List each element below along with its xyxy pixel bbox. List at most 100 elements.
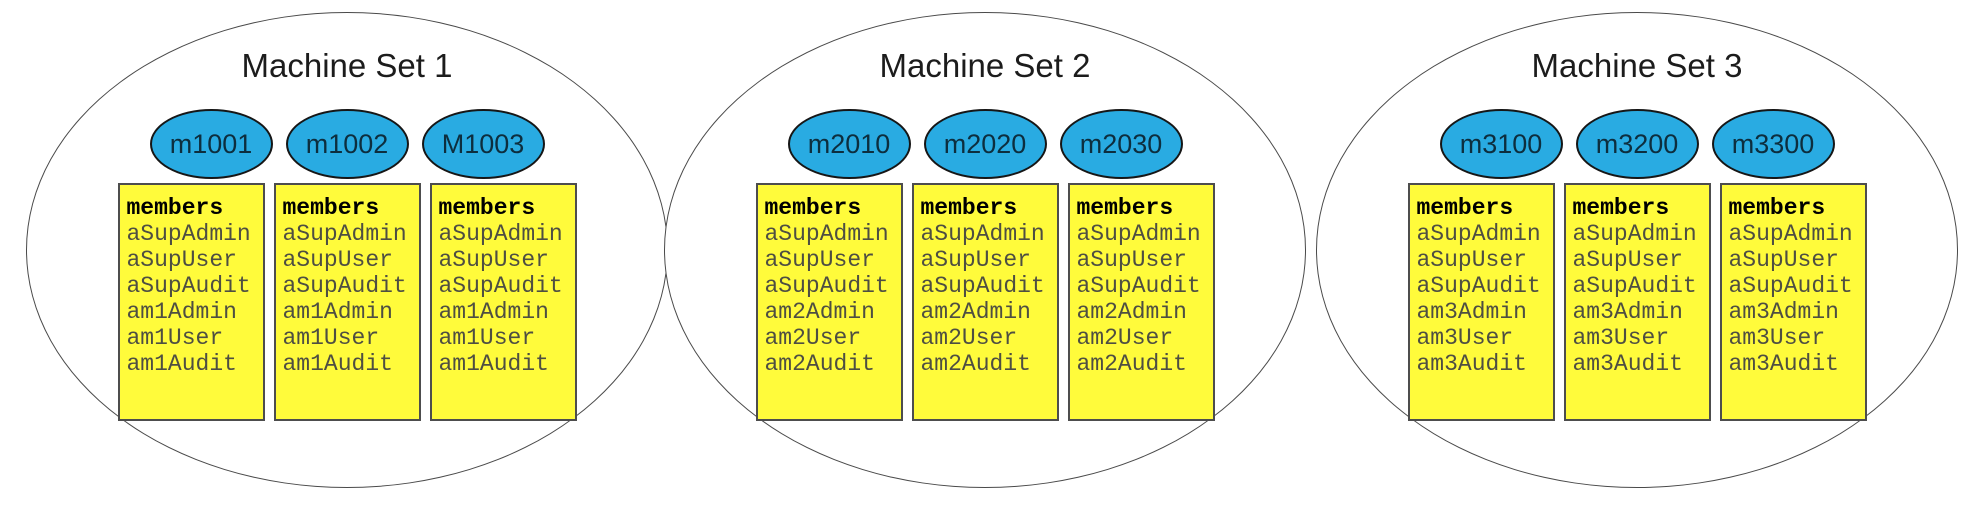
- members-header: members: [1076, 195, 1174, 221]
- members-box: members aSupAdmin aSupUser aSupAudit am2…: [911, 183, 1059, 421]
- machine-name: m2010: [807, 128, 891, 159]
- member-item: am1User: [126, 325, 224, 351]
- machine-name: m1001: [169, 128, 253, 159]
- member-item: aSupUser: [1076, 247, 1187, 273]
- members-header: members: [920, 195, 1018, 221]
- machine-name: M1003: [441, 128, 525, 159]
- member-item: aSupUser: [1572, 247, 1683, 273]
- member-item: am3Admin: [1728, 299, 1839, 325]
- members-header: members: [1572, 195, 1670, 221]
- machine-name: m3200: [1595, 128, 1679, 159]
- member-item: am2Audit: [920, 351, 1031, 377]
- set-title: Machine Set 1: [241, 47, 453, 84]
- members-box: members aSupAdmin aSupUser aSupAudit am3…: [1719, 183, 1867, 421]
- member-item: am2Audit: [764, 351, 875, 377]
- member-item: am3User: [1572, 325, 1670, 351]
- member-item: am1Audit: [126, 351, 237, 377]
- member-item: am1User: [438, 325, 536, 351]
- member-item: aSupUser: [1416, 247, 1527, 273]
- members-box: members aSupAdmin aSupUser aSupAudit am2…: [1067, 183, 1215, 421]
- members-box: members aSupAdmin aSupUser aSupAudit am1…: [117, 183, 265, 421]
- member-item: aSupUser: [126, 247, 237, 273]
- members-header: members: [1416, 195, 1514, 221]
- machine-name: m2020: [943, 128, 1027, 159]
- member-item: am3Admin: [1572, 299, 1683, 325]
- members-header: members: [438, 195, 536, 221]
- machine-set-3-ellipse: Machine Set 3 m3100 m3200 m3300 members …: [1316, 12, 1958, 488]
- member-item: am3User: [1728, 325, 1826, 351]
- member-item: am3Audit: [1416, 351, 1527, 377]
- member-item: am2User: [764, 325, 862, 351]
- machine-oval: m1001: [149, 109, 273, 179]
- machine-oval: M1003: [421, 109, 545, 179]
- machine-oval: m2030: [1059, 109, 1183, 179]
- members-boxes-row: members aSupAdmin aSupUser aSupAudit am3…: [1407, 183, 1867, 421]
- machine-oval: m3300: [1711, 109, 1835, 179]
- machine-ovals-row: m2010 m2020 m2030: [787, 109, 1183, 179]
- machine-set-1-ellipse: Machine Set 1 m1001 m1002 M1003 members …: [26, 12, 668, 488]
- member-item: aSupAudit: [282, 273, 407, 299]
- member-item: aSupAudit: [1416, 273, 1541, 299]
- machine-name: m3300: [1731, 128, 1815, 159]
- member-item: aSupAudit: [126, 273, 251, 299]
- members-box: members aSupAdmin aSupUser aSupAudit am3…: [1563, 183, 1711, 421]
- machine-set-2-ellipse: Machine Set 2 m2010 m2020 m2030 members …: [664, 12, 1306, 488]
- member-item: am2User: [920, 325, 1018, 351]
- member-item: aSupAudit: [920, 273, 1045, 299]
- member-item: aSupAdmin: [920, 221, 1045, 247]
- member-item: aSupAudit: [1572, 273, 1697, 299]
- machine-name: m1002: [305, 128, 389, 159]
- member-item: aSupAdmin: [1728, 221, 1853, 247]
- member-item: am1Admin: [126, 299, 237, 325]
- member-item: am1User: [282, 325, 380, 351]
- machine-ovals-row: m3100 m3200 m3300: [1439, 109, 1835, 179]
- machine-oval: m3200: [1575, 109, 1699, 179]
- member-item: am2Admin: [764, 299, 875, 325]
- member-item: aSupAudit: [438, 273, 563, 299]
- members-box: members aSupAdmin aSupUser aSupAudit am1…: [273, 183, 421, 421]
- machine-ovals-row: m1001 m1002 M1003: [149, 109, 545, 179]
- members-header: members: [764, 195, 862, 221]
- member-item: aSupAdmin: [764, 221, 889, 247]
- members-boxes-row: members aSupAdmin aSupUser aSupAudit am2…: [755, 183, 1215, 421]
- members-header: members: [1728, 195, 1826, 221]
- machine-oval: m3100: [1439, 109, 1563, 179]
- set-title: Machine Set 3: [1531, 47, 1743, 84]
- member-item: aSupAdmin: [1572, 221, 1697, 247]
- member-item: aSupAudit: [1076, 273, 1201, 299]
- member-item: am3Admin: [1416, 299, 1527, 325]
- member-item: am1Admin: [282, 299, 393, 325]
- member-item: am2User: [1076, 325, 1174, 351]
- members-header: members: [282, 195, 380, 221]
- member-item: aSupAdmin: [1416, 221, 1541, 247]
- member-item: am1Audit: [282, 351, 393, 377]
- member-item: aSupAudit: [1728, 273, 1853, 299]
- member-item: aSupUser: [764, 247, 875, 273]
- member-item: aSupUser: [920, 247, 1031, 273]
- machine-name: m3100: [1459, 128, 1543, 159]
- member-item: am3Audit: [1572, 351, 1683, 377]
- machine-oval: m2020: [923, 109, 1047, 179]
- machine-oval: m2010: [787, 109, 911, 179]
- member-item: am1Admin: [438, 299, 549, 325]
- member-item: aSupAudit: [764, 273, 889, 299]
- member-item: aSupAdmin: [438, 221, 563, 247]
- members-box: members aSupAdmin aSupUser aSupAudit am2…: [755, 183, 903, 421]
- machine-name: m2030: [1079, 128, 1163, 159]
- members-header: members: [126, 195, 224, 221]
- member-item: am1Audit: [438, 351, 549, 377]
- member-item: am2Admin: [920, 299, 1031, 325]
- machine-oval: m1002: [285, 109, 409, 179]
- set-title: Machine Set 2: [879, 47, 1091, 84]
- member-item: am2Admin: [1076, 299, 1187, 325]
- member-item: aSupAdmin: [126, 221, 251, 247]
- member-item: aSupUser: [438, 247, 549, 273]
- member-item: am3Audit: [1728, 351, 1839, 377]
- members-boxes-row: members aSupAdmin aSupUser aSupAudit am1…: [117, 183, 577, 421]
- member-item: aSupAdmin: [282, 221, 407, 247]
- members-box: members aSupAdmin aSupUser aSupAudit am1…: [429, 183, 577, 421]
- member-item: aSupUser: [1728, 247, 1839, 273]
- member-item: am3User: [1416, 325, 1514, 351]
- member-item: aSupUser: [282, 247, 393, 273]
